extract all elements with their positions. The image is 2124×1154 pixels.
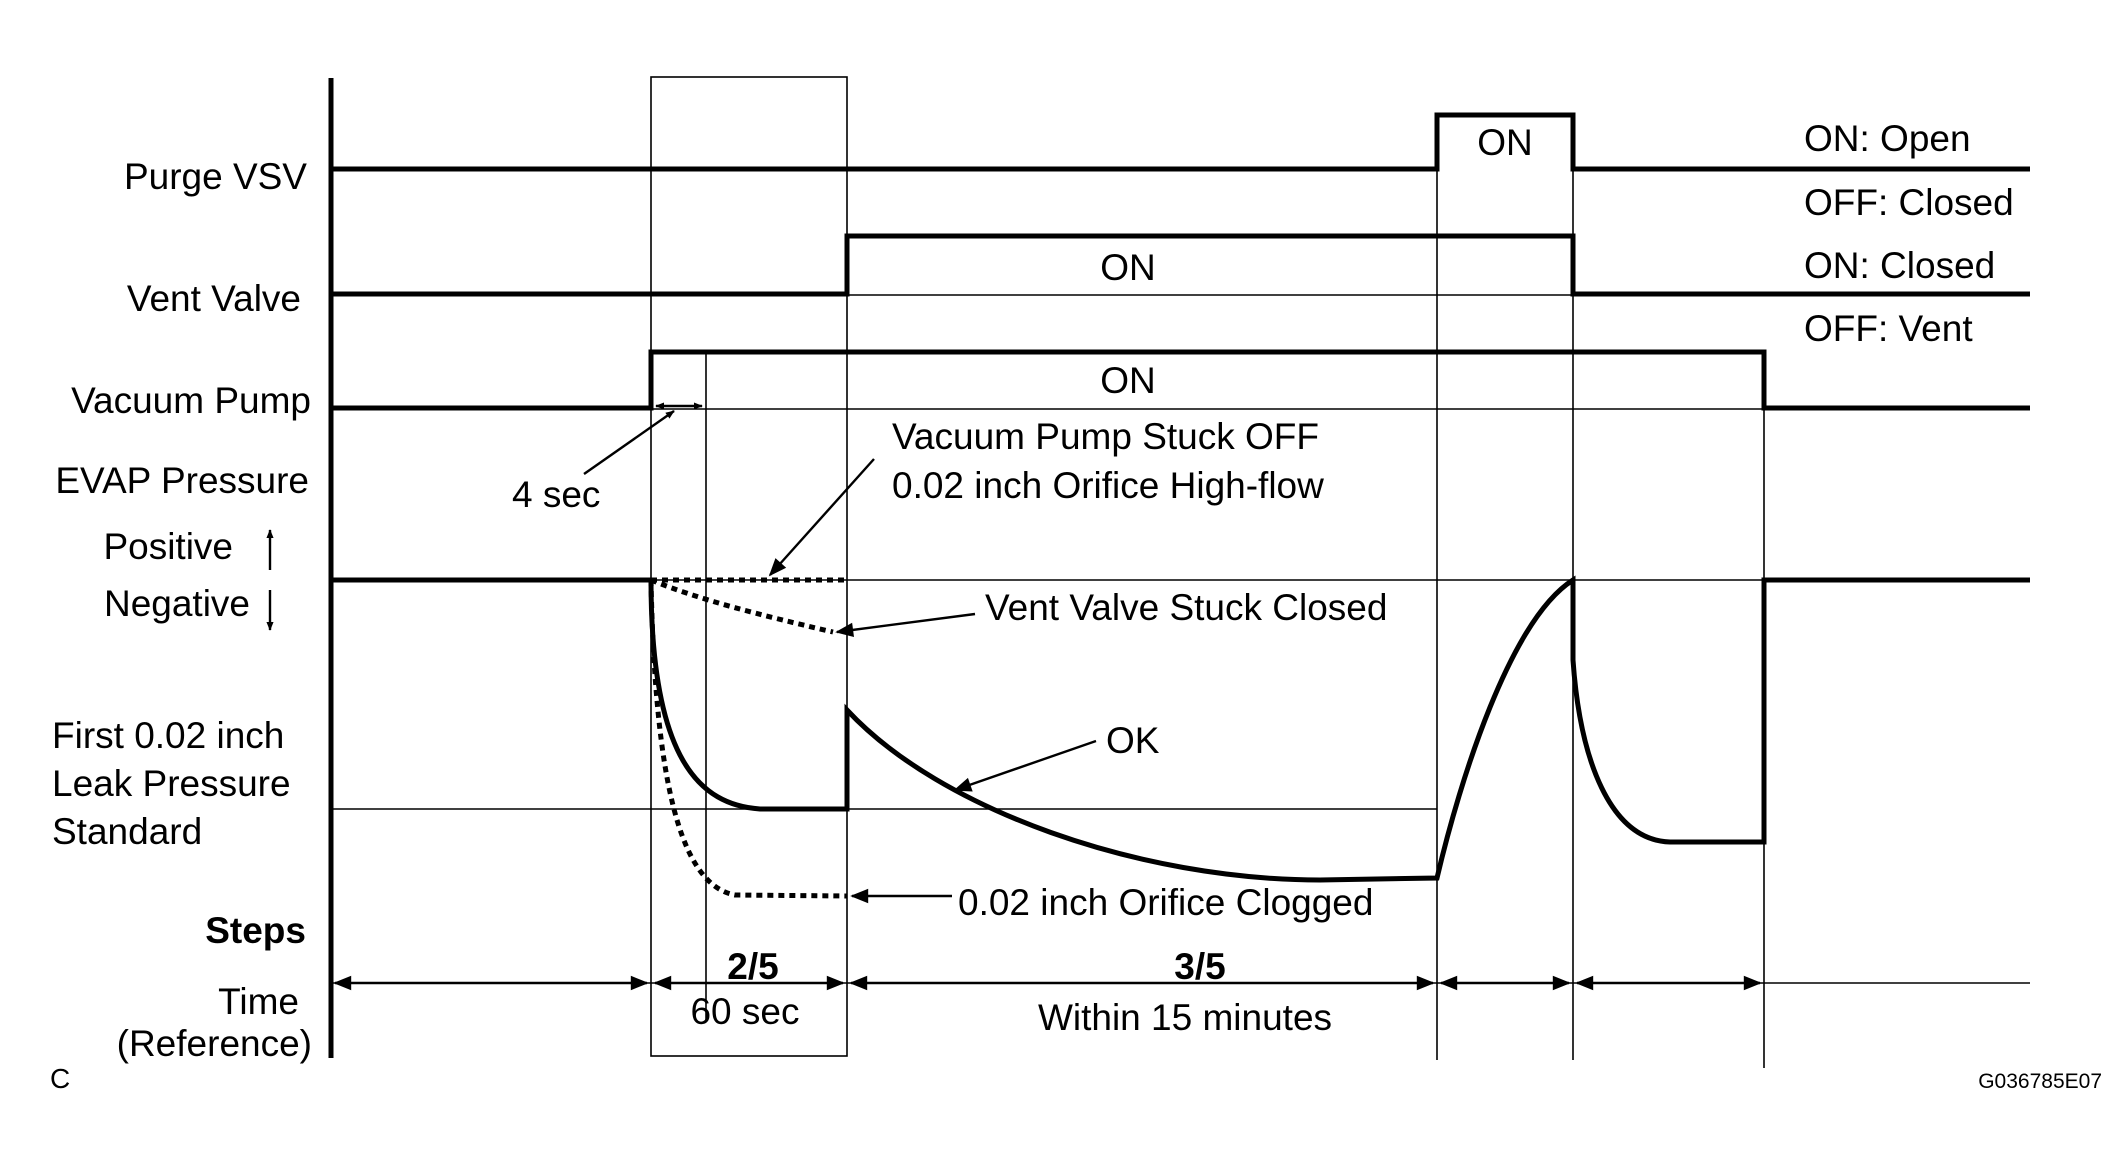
- leak-standard-label-2: Leak Pressure: [52, 763, 291, 804]
- positive-label: Positive: [103, 526, 233, 567]
- orifice-high-flow-label: 0.02 inch Orifice High-flow: [892, 465, 1324, 506]
- corner-label: C: [50, 1063, 70, 1094]
- pump-stuck-off-leader: [768, 458, 875, 577]
- vacuum-pump-on-label: ON: [1100, 360, 1156, 401]
- steps-label: Steps: [205, 910, 306, 951]
- purge-vsv-signal: [331, 112, 2030, 172]
- evap-pressure-label: EVAP Pressure: [55, 460, 309, 501]
- step-3-time: Within 15 minutes: [1038, 997, 1332, 1038]
- purge-legend-off: OFF: Closed: [1804, 182, 2014, 223]
- step-3-label: 3/5: [1174, 946, 1225, 987]
- ok-leader: [953, 739, 1097, 792]
- vent-legend-on: ON: Closed: [1804, 245, 1995, 286]
- purge-vsv-label: Purge VSV: [124, 156, 307, 197]
- leak-standard-label-1: First 0.02 inch: [52, 715, 284, 756]
- vacuum-pump-signal: [331, 349, 2030, 411]
- purge-legend-on: ON: Open: [1804, 118, 1971, 159]
- leak-standard-label-3: Standard: [52, 811, 202, 852]
- evap-pressure-ok-curve: [331, 575, 2030, 883]
- orifice-clogged-label: 0.02 inch Orifice Clogged: [958, 882, 1373, 923]
- vent-valve-on-label: ON: [1100, 247, 1156, 288]
- vent-stuck-closed-label: Vent Valve Stuck Closed: [985, 587, 1387, 628]
- vent-stuck-closed-leader: [835, 612, 976, 638]
- pump-stuck-off-label: Vacuum Pump Stuck OFF: [892, 416, 1319, 457]
- vent-legend-off: OFF: Vent: [1804, 308, 1973, 349]
- pump-delay-label: 4 sec: [512, 474, 600, 515]
- step-2-box: [650, 76, 848, 1057]
- pump-delay-leader: [583, 410, 675, 475]
- time-label-2: (Reference): [117, 1023, 312, 1064]
- time-label-1: Time: [218, 981, 299, 1022]
- ok-label: OK: [1106, 720, 1160, 761]
- step-2-label: 2/5: [727, 946, 778, 987]
- negative-label: Negative: [104, 583, 250, 624]
- vacuum-pump-label: Vacuum Pump: [71, 380, 311, 421]
- orifice-clogged-curve: [648, 579, 848, 899]
- step-2-time: 60 sec: [690, 991, 799, 1032]
- purge-vsv-on-label: ON: [1477, 122, 1533, 163]
- vent-valve-signal: [331, 233, 2030, 297]
- vent-valve-label: Vent Valve: [127, 278, 301, 319]
- figure-id: G036785E07: [1978, 1070, 2102, 1093]
- vent-stuck-closed-curve: [650, 577, 834, 635]
